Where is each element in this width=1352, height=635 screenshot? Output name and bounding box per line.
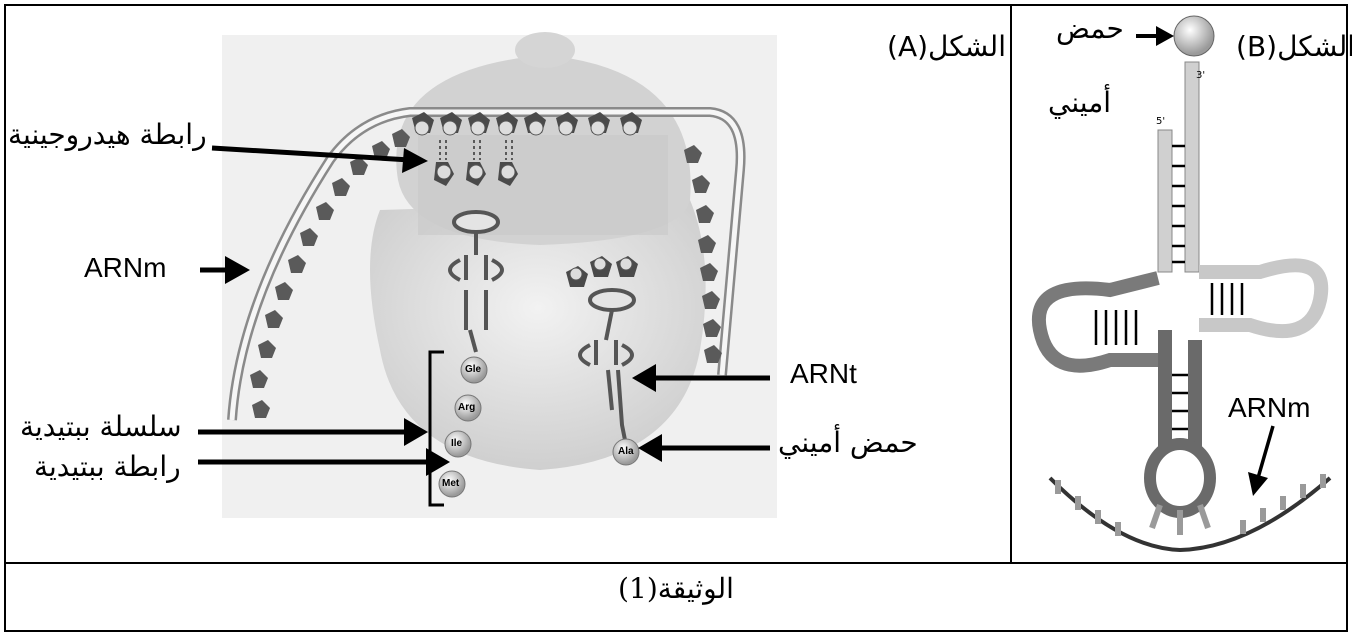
figure-b-title: الشكل(B) xyxy=(1236,30,1352,63)
anticodon-stem xyxy=(1165,330,1195,450)
d-arm-loop xyxy=(1039,278,1165,366)
t-arm-loop xyxy=(1199,265,1321,331)
label-3-prime: 3' xyxy=(1196,70,1205,81)
document-caption: الوثيقة(1) xyxy=(0,572,1352,605)
label-amino-acid-b-line1: حمض xyxy=(1056,12,1124,45)
acceptor-stem-3 xyxy=(1185,62,1199,272)
anticodon-loop xyxy=(1150,444,1210,512)
label-5-prime: 5' xyxy=(1156,116,1165,127)
label-mrna-b: ARNm xyxy=(1228,392,1310,424)
label-amino-acid-b-line2: أميني xyxy=(1048,86,1111,119)
figure-b-amino-acid-ball xyxy=(1174,16,1214,56)
acceptor-stem-5 xyxy=(1158,130,1172,272)
